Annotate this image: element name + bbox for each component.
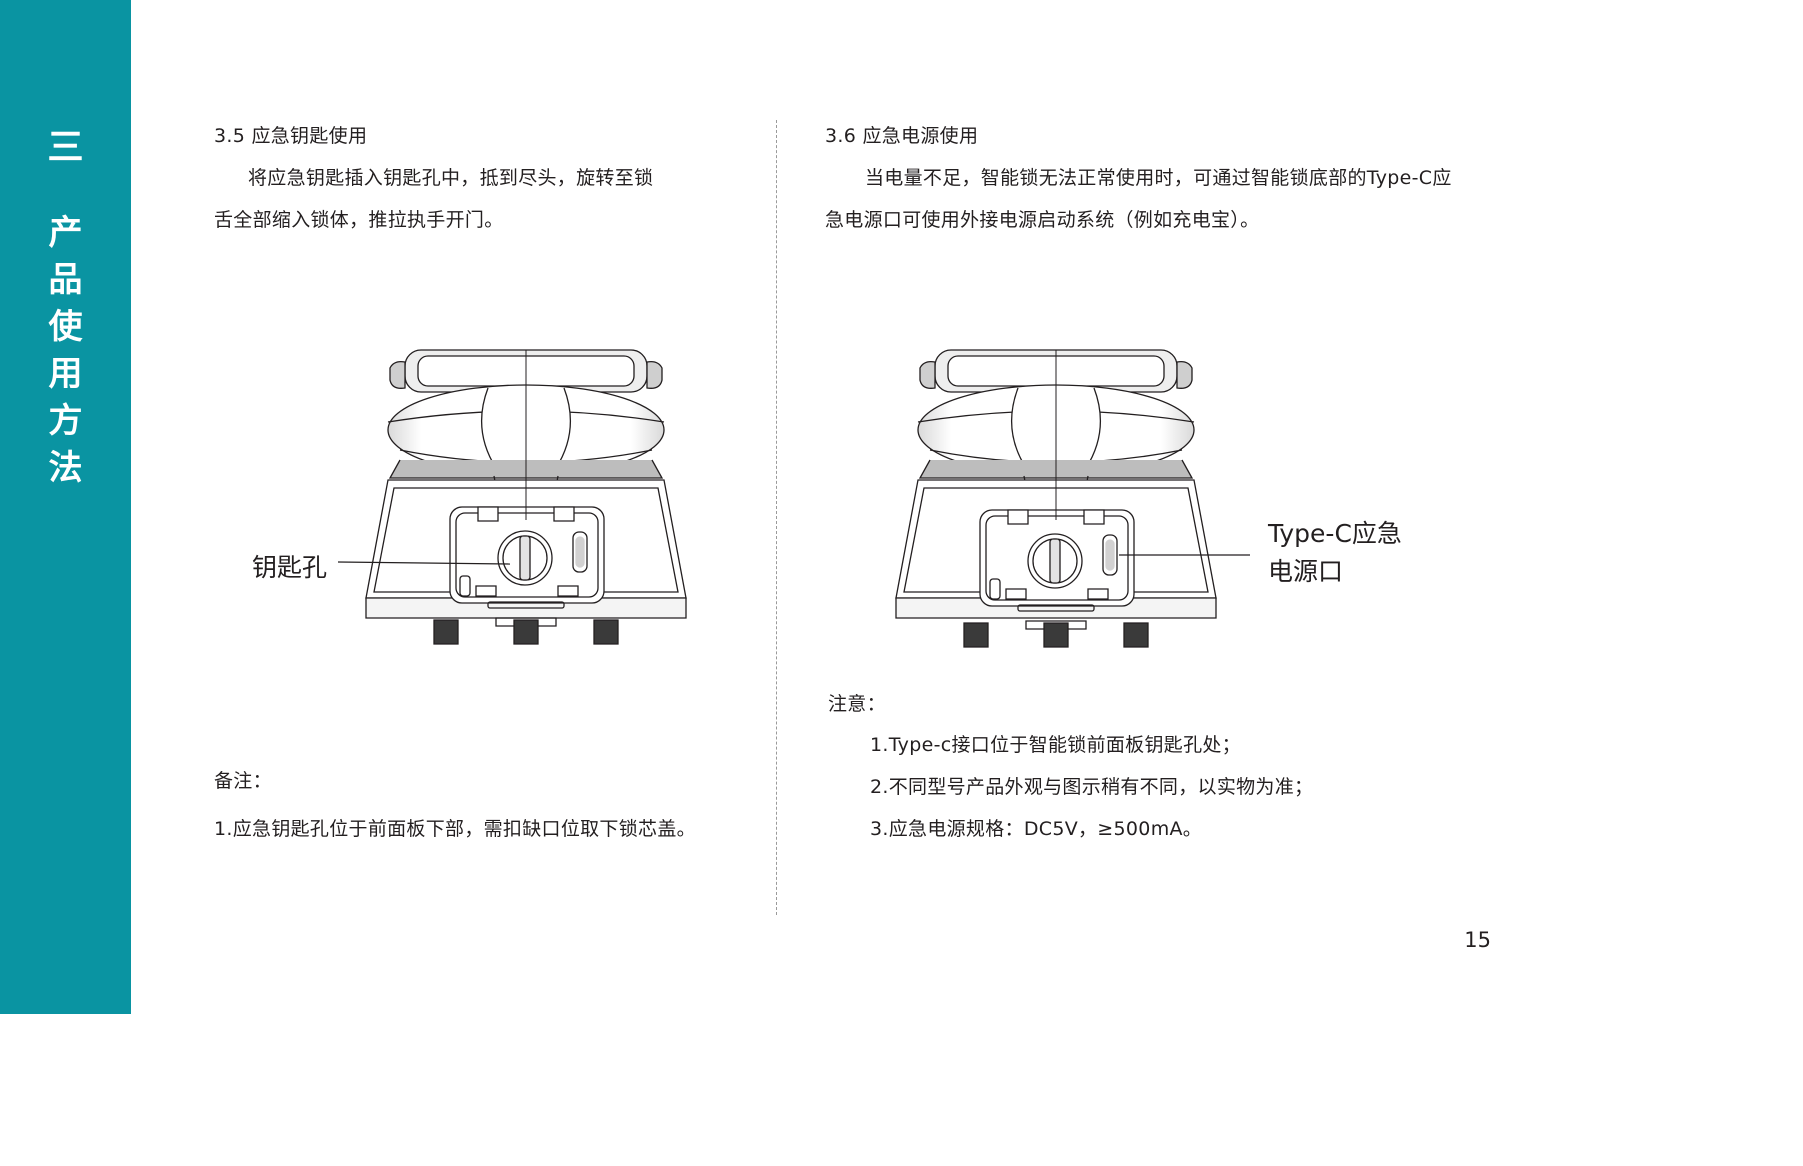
lock-typec-illustration: [890, 340, 1222, 652]
chapter-title-char: 品: [48, 260, 83, 300]
section-heading-3-5: 3.5 应急钥匙使用: [214, 125, 368, 147]
left-paragraph-line-2: 舌全部缩入锁体，推拉执手开门。: [214, 209, 504, 231]
left-paragraph-line-1: 将应急钥匙插入钥匙孔中，抵到尽头，旋转至锁: [248, 167, 654, 189]
right-note-item: 2.不同型号产品外观与图示稍有不同，以实物为准；: [870, 776, 1314, 798]
chapter-title-char: 用: [48, 354, 83, 394]
chapter-number: 三: [47, 127, 84, 168]
keyhole-callout-label: 钥匙孔: [252, 553, 328, 582]
right-note-item: 3.应急电源规格：DC5V，≥500mA。: [870, 818, 1203, 840]
right-note-item: 1.Type-c接口位于智能锁前面板钥匙孔处；: [870, 734, 1241, 756]
chapter-title-char: 使: [48, 307, 83, 347]
chapter-title-char: 方: [48, 401, 83, 441]
column-divider: [776, 120, 777, 915]
right-note-title: 注意：: [828, 693, 886, 715]
left-note-title: 备注：: [214, 770, 272, 792]
lock-keyhole-illustration: [360, 340, 692, 652]
left-note-item: 1.应急钥匙孔位于前面板下部，需扣缺口位取下锁芯盖。: [214, 818, 696, 840]
chapter-title: 产 品 使 用 方 法: [0, 214, 131, 487]
typec-callout-label-line-2: 电源口: [1268, 557, 1344, 586]
section-heading-3-6: 3.6 应急电源使用: [825, 125, 979, 147]
chapter-title-char: 法: [48, 448, 83, 488]
chapter-title-char: 产: [48, 213, 83, 253]
typec-callout-label-line-1: Type-C应急: [1268, 519, 1402, 548]
page-number: 15: [1464, 928, 1491, 952]
right-paragraph-line-1: 当电量不足，智能锁无法正常使用时，可通过智能锁底部的Type-C应: [865, 167, 1452, 189]
right-paragraph-line-2: 急电源口可使用外接电源启动系统（例如充电宝）。: [825, 209, 1260, 231]
chapter-sidebar: 三 产 品 使 用 方 法: [0, 0, 131, 1014]
